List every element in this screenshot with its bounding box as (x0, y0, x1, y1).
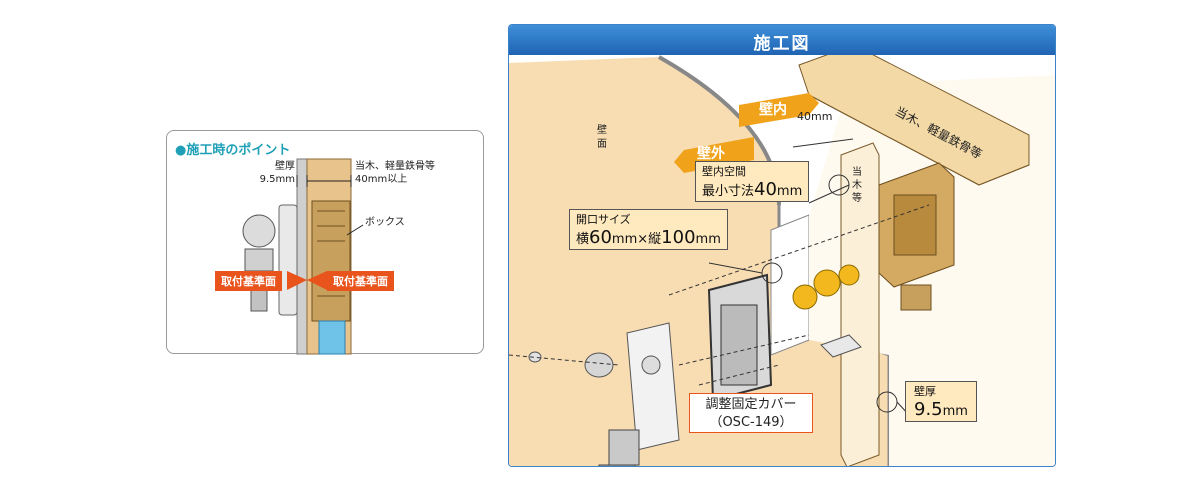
wall-outside-label: 壁外 (697, 146, 725, 162)
wall-board (296, 158, 308, 355)
opening-height-prefix: 縦 (648, 232, 662, 247)
opening-height-number: 100 (661, 227, 696, 248)
knob-part (584, 352, 614, 378)
arrow-right-icon (287, 271, 307, 290)
cover-plate (278, 204, 298, 316)
wall-space-callout: 壁内空間 最小寸法40mm (695, 161, 810, 202)
reference-surface-tag-right: 取付基準面 (327, 271, 394, 291)
wall-thickness-callout: 壁厚 9.5mm (905, 381, 977, 422)
opening-width-unit: mm (611, 232, 638, 247)
stud-post (840, 142, 880, 466)
stud-side-2: 木 (852, 180, 862, 191)
opening-size-title: 開口サイズ (576, 213, 631, 226)
depth-40-label: 40mm (797, 110, 833, 123)
point-cross-section-diagram (242, 158, 364, 355)
wall-outside-arrow (674, 137, 754, 173)
box-label: ボックス (365, 217, 405, 228)
stud-label: 当木、軽量鉄骨等 (355, 161, 435, 172)
fitting-2 (813, 269, 841, 297)
opening-times: × (637, 232, 649, 247)
figure-title: 施工図 (753, 34, 811, 54)
cover-callout: 調整固定カバー （OSC-149） (689, 393, 813, 433)
opening-height-unit: mm (695, 232, 721, 247)
arrow-left-icon (307, 271, 327, 290)
hose (318, 320, 346, 355)
wall-inside-label: 壁内 (759, 102, 787, 118)
wall-space-title: 壁内空間 (702, 165, 746, 178)
wall-space-number: 40 (754, 179, 777, 200)
opening-width-number: 60 (589, 227, 612, 248)
wall-thickness-title: 壁厚 (914, 385, 936, 398)
wall-word-1: 壁 (597, 125, 607, 136)
opening-size-callout: 開口サイズ 横60mm×縦100mm (569, 209, 728, 250)
construction-point-card: ●施工時のポイント 壁厚 9.5mm 当木、軽量鉄骨等 40mm以上 ボックス … (166, 130, 484, 355)
washer-ring (820, 334, 862, 358)
reference-surface-tag-left: 取付基準面 (215, 271, 282, 291)
knob (242, 214, 276, 248)
cover-name: 調整固定カバー (705, 397, 797, 412)
face-plate (626, 322, 680, 451)
construction-illustration (509, 55, 1055, 466)
wall-thickness-label: 壁厚 (275, 161, 295, 172)
wall-thickness-value: 9.5mm (259, 174, 295, 185)
wall-word-2: 面 (597, 139, 607, 150)
stud-value: 40mm以上 (355, 174, 408, 185)
figure-header (509, 25, 1055, 55)
fitting-1 (792, 284, 818, 310)
wall-thickness-number: 9.5 (914, 399, 943, 420)
stud-side-1: 当 (852, 167, 862, 178)
wall-space-prefix: 最小寸法 (702, 184, 755, 199)
cover-code: （OSC-149） (709, 415, 793, 430)
opening-width-prefix: 横 (576, 232, 590, 247)
wall-space-unit: mm (776, 184, 803, 199)
wall-inside-arrow (739, 93, 819, 127)
faucet-head (608, 429, 640, 466)
wall-thickness-unit: mm (942, 404, 968, 419)
point-heading: ●施工時のポイント (175, 143, 291, 158)
construction-drawing-panel: 施工図 (508, 24, 1056, 467)
box-body (311, 200, 351, 322)
stud-side-3: 等 (852, 193, 862, 204)
